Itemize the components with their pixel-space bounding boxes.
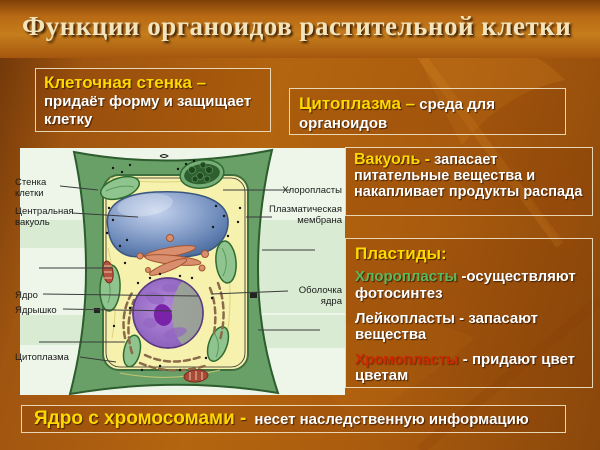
callout-cell-wall: Клеточная стенка –придаёт форму и защища… bbox=[35, 68, 271, 132]
label-nucleus: Ядро bbox=[15, 290, 38, 301]
cell-wall-desc: придаёт форму и защищает клетку bbox=[44, 93, 252, 128]
cytoplasm-term: Цитоплазма – bbox=[299, 94, 416, 113]
plant-cell-diagram: Стенка клетки Центральная вакуоль Ядро Я… bbox=[15, 148, 345, 395]
chloroplasts-desc: -осуществляют фотосинтез bbox=[355, 268, 576, 302]
wall-pore-left bbox=[94, 308, 100, 313]
cell-wall-term: Клеточная стенка – bbox=[44, 73, 207, 92]
er-shape bbox=[122, 281, 225, 372]
label-chloroplasts: Хлоропласты bbox=[282, 185, 342, 196]
label-cell-wall: Стенка bbox=[15, 177, 47, 188]
mitochondria-shapes bbox=[102, 260, 209, 383]
vacuole-term: Вакуоль - bbox=[354, 151, 431, 168]
chromoplasts-desc: - придают цвет цветам bbox=[355, 351, 575, 385]
callout-cytoplasm: Цитоплазма – среда для органоидов bbox=[289, 88, 566, 135]
label-central-vacuole: Центральная bbox=[15, 206, 74, 217]
cytoplasm-desc: среда для органоидов bbox=[299, 96, 495, 132]
label-central-vacuole-2: вакуоль bbox=[15, 217, 50, 228]
plasmodesma-icon bbox=[159, 154, 169, 158]
label-nuclear-envelope: Оболочка bbox=[299, 285, 343, 296]
wall-pore-right bbox=[250, 292, 257, 298]
page-title: Функции органоидов растительной клетки bbox=[22, 11, 572, 41]
callout-nucleus: Ядро с хромосомами - несет наследственну… bbox=[21, 405, 566, 433]
golgi-shape bbox=[136, 234, 209, 276]
vacuole-desc: запасает питательные вещества и накаплив… bbox=[354, 152, 583, 200]
label-lines bbox=[39, 185, 320, 363]
callout-plastids: Пластиды: Хлоропласты -осуществляют фото… bbox=[345, 238, 593, 388]
label-plasma-membrane-2: мембрана bbox=[297, 215, 342, 226]
leucoplasts-desc: - запасают вещества bbox=[355, 309, 538, 343]
plastid-item-chloroplasts: Хлоропласты -осуществляют фотосинтез bbox=[355, 269, 583, 301]
label-cytoplasm: Цитоплазма bbox=[15, 352, 70, 363]
plastid-item-chromoplasts: Хромопласты - придают цвет цветам bbox=[355, 351, 583, 385]
label-nuclear-envelope-2: ядра bbox=[321, 296, 343, 307]
chloroplasts-term: Хлоропласты bbox=[355, 268, 458, 286]
label-cell-wall-2: клетки bbox=[15, 188, 44, 199]
nucleolus-shape bbox=[153, 304, 173, 326]
leucoplasts-term: Лейкопласты bbox=[355, 309, 455, 327]
callout-vacuole: Вакуоль - запасает питательные вещества … bbox=[345, 147, 593, 216]
plastid-item-leucoplasts: Лейкопласты - запасают вещества bbox=[355, 309, 583, 343]
ribosome-dots bbox=[105, 159, 242, 372]
nucleus-term: Ядро с хромосомами - bbox=[34, 408, 247, 429]
nucleus-desc: несет наследственную информацию bbox=[254, 410, 529, 428]
chromoplasts-term: Хромопласты bbox=[355, 351, 459, 369]
title-bar bbox=[0, 0, 600, 58]
plastids-heading: Пластиды: bbox=[355, 244, 447, 263]
chloroplast-cluster-shape bbox=[179, 159, 225, 189]
label-nucleolus: Ядрышко bbox=[15, 305, 57, 316]
label-plasma-membrane: Плазматическая bbox=[269, 204, 342, 215]
